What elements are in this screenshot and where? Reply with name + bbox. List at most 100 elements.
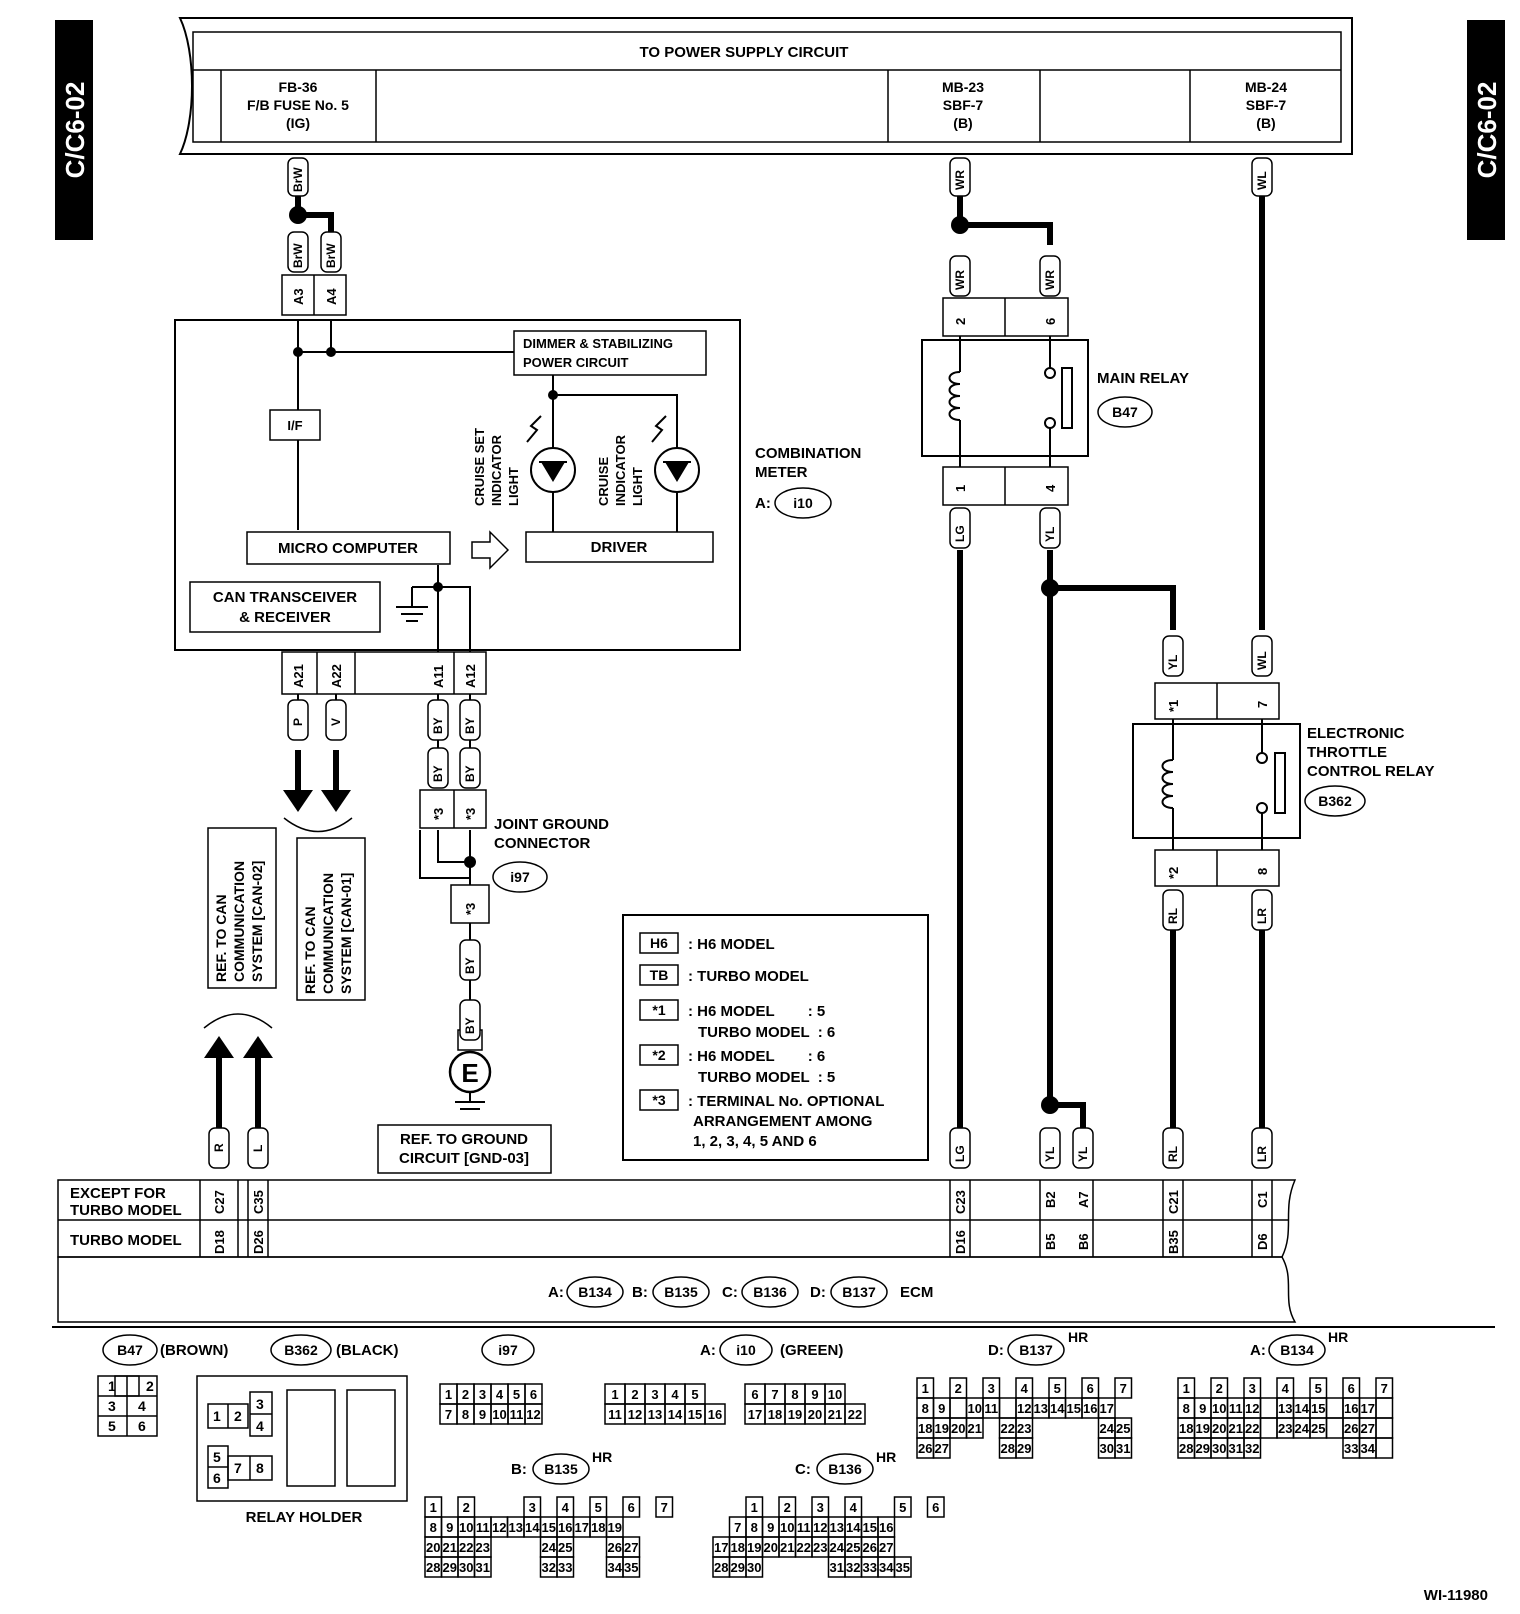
- b136-pin: 7: [734, 1520, 741, 1535]
- power-supply-block: [178, 17, 1353, 155]
- b135-pin: 27: [624, 1540, 638, 1555]
- combination-meter-line1: COMBINATION: [755, 445, 861, 462]
- ecm-pins-except: C27 C35 C23 B2 A7 C21 C1: [212, 1190, 1270, 1214]
- b137-cell: [998, 1397, 1017, 1419]
- junction-dots: [289, 206, 1059, 1114]
- b134-cell: [1325, 1417, 1344, 1439]
- b135-pin: 20: [426, 1540, 440, 1555]
- b135-pin: 14: [525, 1520, 540, 1535]
- b136-pin: 6: [932, 1500, 939, 1515]
- pin-a21: A21: [291, 664, 306, 688]
- b135-pin: 33: [558, 1560, 572, 1575]
- ecm-pin-b6: B6: [1076, 1233, 1091, 1250]
- b136-pin: 13: [830, 1520, 844, 1535]
- tag-brw-a3: BrW: [291, 243, 305, 268]
- b136-pin: 27: [879, 1540, 893, 1555]
- ecm-prefix-a: A:: [548, 1284, 564, 1301]
- b135-pin: 19: [608, 1520, 622, 1535]
- i10-pin: 7: [771, 1387, 778, 1402]
- combination-meter-line2: METER: [755, 464, 808, 481]
- b134-pin: 9: [1199, 1401, 1206, 1416]
- etc-relay: [1132, 719, 1301, 850]
- can02-line2: COMMUNICATION: [231, 861, 247, 982]
- b137-pin: 10: [968, 1401, 982, 1416]
- b134-pin: 31: [1229, 1441, 1243, 1456]
- combination-meter: [174, 319, 741, 651]
- b137-pin: 25: [1116, 1421, 1130, 1436]
- joint-ground-line1: JOINT GROUND: [494, 816, 609, 833]
- b137-pin: 6: [1087, 1381, 1094, 1396]
- b135-pin: 6: [628, 1500, 635, 1515]
- can02-line3: SYSTEM [CAN-02]: [249, 861, 265, 982]
- b135-pin: 18: [591, 1520, 605, 1535]
- i10-pin: 4: [671, 1387, 679, 1402]
- b136-cell: [893, 1496, 912, 1518]
- wire-tags: BrW BrW BrW WR WR WR WL LG YL YL WL RL L…: [212, 167, 1269, 1162]
- i97-pin: 6: [530, 1387, 537, 1402]
- b135-pin: 23: [476, 1540, 490, 1555]
- b135-pin: 7: [661, 1500, 668, 1515]
- b136-pin: 19: [747, 1540, 761, 1555]
- b136-cell: [745, 1556, 764, 1578]
- b134-pin: 15: [1311, 1401, 1325, 1416]
- b137-cell: [1015, 1437, 1034, 1459]
- main-relay-pin-4: 4: [1043, 484, 1058, 492]
- mb24-line2: SBF-7: [1246, 97, 1287, 113]
- etc-relay-line2: THROTTLE: [1307, 744, 1387, 761]
- can-line1: CAN TRANSCEIVER: [213, 589, 357, 606]
- b362-color: (BLACK): [336, 1342, 398, 1359]
- b136-pin: 11: [797, 1520, 811, 1535]
- b47-pin-2: 2: [146, 1378, 154, 1394]
- b135-pin: 3: [529, 1500, 536, 1515]
- b135-pin: 31: [476, 1560, 490, 1575]
- b134-cell: [1375, 1397, 1394, 1419]
- b136-pin: 15: [863, 1520, 877, 1535]
- b134-prefix: A:: [1250, 1342, 1266, 1359]
- i10-pin: 6: [751, 1387, 758, 1402]
- b47-id: B47: [117, 1342, 143, 1358]
- legend-s1-l2: TURBO MODEL : 6: [698, 1024, 835, 1041]
- b134-pin: 7: [1381, 1381, 1388, 1396]
- i97-pin: 5: [513, 1387, 520, 1402]
- fb36-line2: F/B FUSE No. 5: [247, 97, 349, 113]
- i97-pin: 4: [496, 1387, 504, 1402]
- b134-pin: 8: [1183, 1401, 1190, 1416]
- b135-pin: 29: [443, 1560, 457, 1575]
- tag-by-ground1: BY: [463, 957, 477, 974]
- ground-star3-right: *3: [463, 808, 478, 820]
- ecm-row1-line2: TURBO MODEL: [70, 1202, 182, 1219]
- b135-pin: 22: [459, 1540, 473, 1555]
- b135-pin: 32: [542, 1560, 556, 1575]
- i10-cell: [704, 1403, 726, 1425]
- b137-pin: 29: [1017, 1441, 1031, 1456]
- b134-cell: [1243, 1437, 1262, 1459]
- b134-pin: 21: [1229, 1421, 1243, 1436]
- can02-line1: REF. TO CAN: [213, 894, 229, 982]
- b137-pin: 14: [1050, 1401, 1065, 1416]
- b135-pin: 12: [492, 1520, 506, 1535]
- ground-star3-left: *3: [431, 808, 446, 820]
- b137-pin: 11: [984, 1401, 998, 1416]
- can01-ref-box: [296, 837, 366, 1001]
- b136-hr: HR: [876, 1449, 896, 1465]
- b136-pin: 33: [863, 1560, 877, 1575]
- b136-pin: 10: [780, 1520, 794, 1535]
- b135-pin: 10: [459, 1520, 473, 1535]
- b136-pin: 8: [751, 1520, 758, 1535]
- i97-cell: [524, 1403, 543, 1425]
- ecm-prefix-c: C:: [722, 1284, 738, 1301]
- b134-pin: 32: [1245, 1441, 1259, 1456]
- cruise-set-line2: INDICATOR: [489, 434, 504, 506]
- ecm-pin-c21: C21: [1166, 1190, 1181, 1214]
- b136-pin: 25: [846, 1540, 860, 1555]
- i97-pin: 11: [510, 1407, 524, 1422]
- i10-pin: 14: [668, 1407, 683, 1422]
- b135-cell: [473, 1556, 492, 1578]
- b136-cell: [926, 1496, 945, 1518]
- ecm-label: ECM: [900, 1284, 933, 1301]
- etc-relay-oval: [1304, 785, 1366, 817]
- legend-symbols: [639, 932, 679, 1111]
- b136-pin: 22: [797, 1540, 811, 1555]
